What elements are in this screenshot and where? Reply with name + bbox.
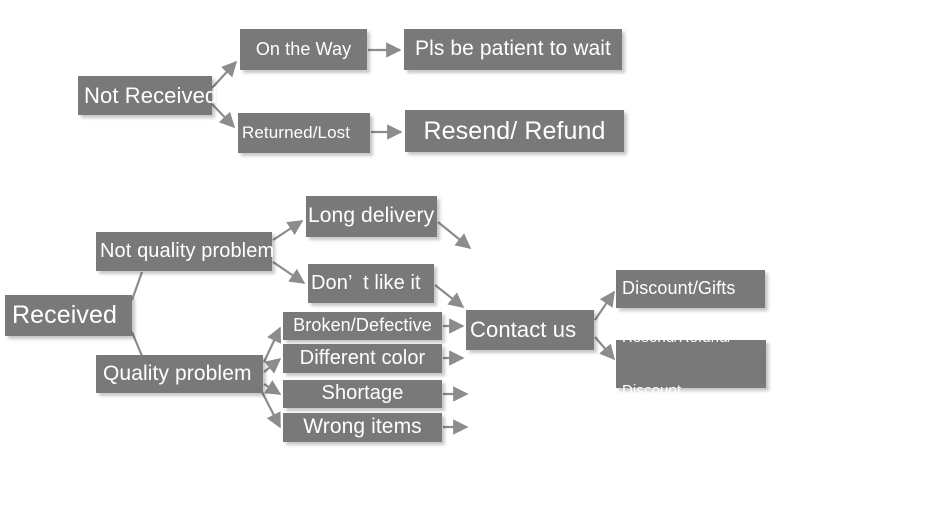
edge-quality-different	[263, 358, 282, 374]
edge-quality-wrong	[261, 391, 281, 429]
edge-quality-broken	[263, 326, 282, 363]
node-received[interactable]: Received	[5, 295, 132, 336]
edge-received-quality	[130, 331, 144, 357]
node-long-delivery[interactable]: Long delivery	[306, 196, 437, 237]
edge-not-quality-long-delivery	[272, 220, 304, 241]
edge-long-delivery-contact-us	[437, 221, 472, 249]
node-on-the-way[interactable]: On the Way	[240, 29, 367, 70]
edge-contact-us-discount-gifts	[594, 290, 615, 321]
edge-received-not-quality	[130, 271, 144, 301]
node-not-received[interactable]: Not Received	[78, 76, 217, 115]
node-shortage[interactable]: Shortage	[283, 380, 442, 408]
node-quality-problem[interactable]: Quality problem	[96, 355, 263, 393]
node-different-color[interactable]: Different color	[283, 344, 442, 373]
node-resend-refund-discount[interactable]: Resend/Refund/ Discount	[616, 329, 766, 399]
node-resend-refund-discount-line2: Discount	[622, 381, 682, 399]
node-returned-lost[interactable]: Returned/Lost	[238, 113, 370, 153]
node-not-quality-problem[interactable]: Not quality problem	[96, 232, 274, 271]
node-contact-us[interactable]: Contact us	[466, 310, 594, 350]
edge-dont-like-contact-us	[434, 284, 465, 308]
node-wrong-items[interactable]: Wrong items	[283, 413, 442, 442]
edge-quality-shortage	[263, 380, 282, 395]
edge-contact-us-resend-discount	[594, 336, 616, 361]
node-resend-refund-discount-line1: Resend/Refund/	[622, 328, 732, 346]
node-resend-refund[interactable]: Resend/ Refund	[405, 110, 624, 152]
edge-not-quality-dont-like	[272, 261, 306, 284]
node-pls-be-patient-to-wait[interactable]: Pls be patient to wait	[404, 29, 622, 70]
node-discount-gifts[interactable]: Discount/Gifts	[616, 270, 765, 308]
node-broken-defective[interactable]: Broken/Defective	[283, 312, 442, 340]
node-dont-like-it[interactable]: Don’ t like it	[308, 264, 434, 303]
